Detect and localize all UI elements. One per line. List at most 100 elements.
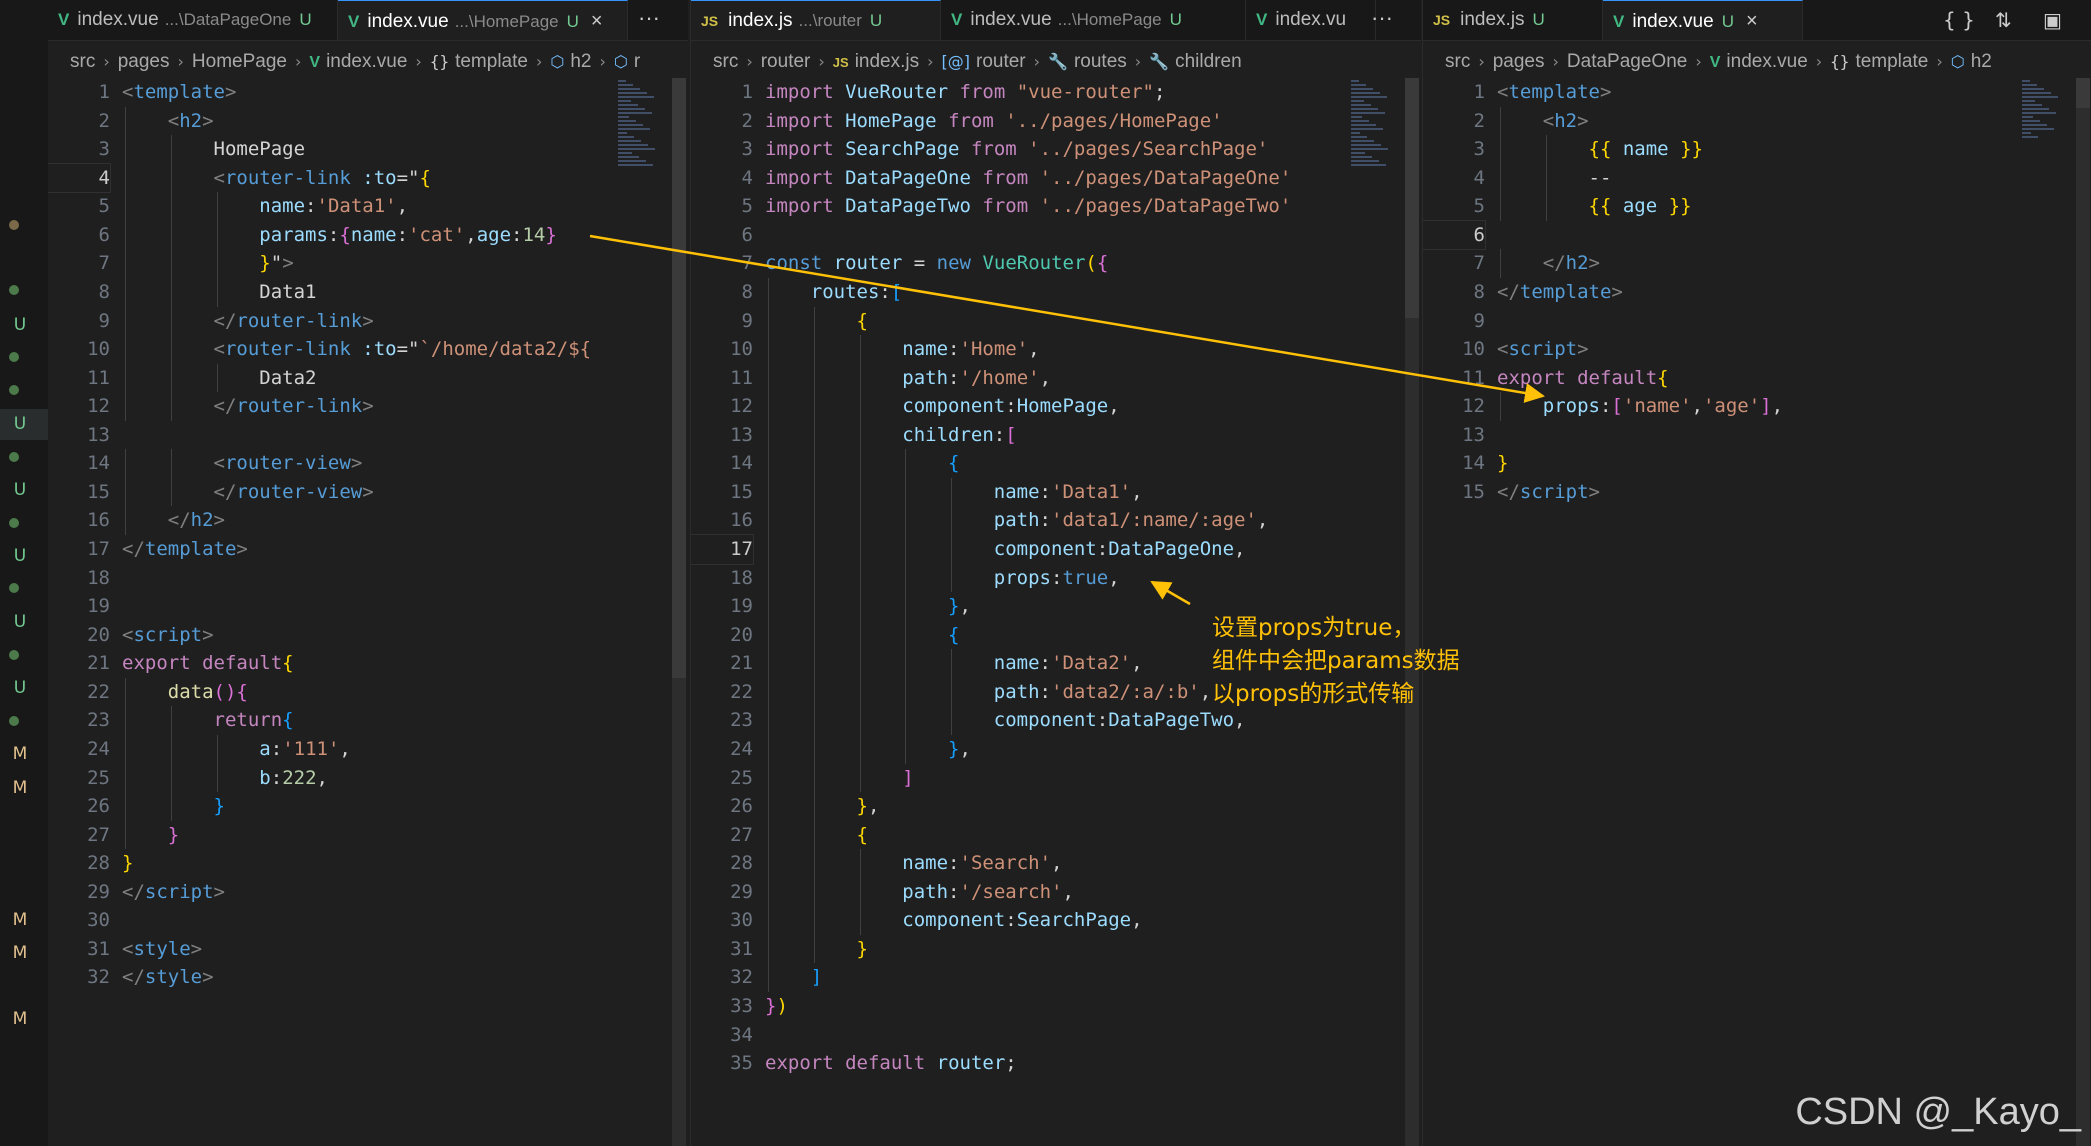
code-line[interactable]: 13: [48, 421, 110, 450]
breadcrumb-item[interactable]: DataPageOne: [1567, 51, 1687, 72]
code-line[interactable]: 32</style>: [48, 963, 213, 992]
code-line[interactable]: 12 component:HomePage,: [691, 392, 1120, 421]
code-line[interactable]: 15</script>: [1423, 478, 1600, 507]
minimap[interactable]: [618, 78, 668, 168]
scrollbar[interactable]: [672, 78, 686, 1146]
code-line[interactable]: 15 </router-view>: [48, 477, 374, 507]
code-line[interactable]: 25 ]: [691, 763, 914, 793]
code-line[interactable]: 19 },: [691, 592, 971, 621]
code-line[interactable]: 14}: [1423, 449, 1508, 478]
more-actions-icon[interactable]: ···: [638, 5, 660, 30]
code-line[interactable]: 14 <router-view>: [48, 449, 362, 478]
code-line[interactable]: 15 name:'Data1',: [691, 477, 1143, 507]
code-line[interactable]: 29 path:'/search',: [691, 877, 1074, 907]
code-line[interactable]: 27 }: [48, 820, 179, 850]
breadcrumb-item[interactable]: ⬡h2: [1951, 51, 1992, 72]
scrollbar-thumb[interactable]: [1405, 78, 1419, 318]
code-line[interactable]: 2 <h2>: [48, 106, 214, 136]
code-line[interactable]: 7 }">: [48, 249, 294, 278]
code-line[interactable]: 3 HomePage: [48, 135, 305, 164]
code-line[interactable]: 28 name:'Search',: [691, 849, 1062, 878]
code-line[interactable]: 26 },: [691, 792, 879, 821]
code-line[interactable]: 26 }: [48, 792, 225, 821]
code-line[interactable]: 32 ]: [691, 963, 822, 992]
code-line[interactable]: 24 a:'111',: [48, 734, 351, 764]
breadcrumb-item[interactable]: pages: [118, 51, 170, 72]
code-line[interactable]: 9 {: [691, 306, 868, 336]
code-line[interactable]: 4 <router-link :to="{: [48, 162, 431, 194]
code-line[interactable]: 27 {: [691, 820, 868, 850]
breadcrumb-item[interactable]: src: [70, 51, 95, 72]
code-line[interactable]: 18 props:true,: [691, 563, 1120, 593]
code-line[interactable]: 3 {{ name }}: [1423, 135, 1703, 164]
scrollbar[interactable]: [2076, 78, 2090, 1146]
code-line[interactable]: 10 name:'Home',: [691, 335, 1040, 364]
code-editor[interactable]: 1<template>2 <h2>3 {{ name }}4 --5 {{ ag…: [1423, 78, 1783, 507]
breadcrumb-item[interactable]: router: [761, 51, 811, 72]
code-line[interactable]: 22 data(){: [48, 677, 248, 707]
code-line[interactable]: 33}): [691, 992, 788, 1021]
breadcrumb-item[interactable]: src: [713, 51, 738, 72]
code-line[interactable]: 1<template>: [1423, 78, 1612, 107]
code-line[interactable]: 5 name:'Data1',: [48, 192, 408, 221]
code-line[interactable]: 34: [691, 1021, 753, 1050]
breadcrumb-item[interactable]: src: [1445, 51, 1470, 72]
breadcrumb-item[interactable]: pages: [1493, 51, 1545, 72]
code-line[interactable]: 8 Data1: [48, 277, 316, 307]
code-line[interactable]: 14 {: [691, 449, 959, 478]
breadcrumb-item[interactable]: {}template: [1830, 51, 1928, 72]
scrollbar-thumb[interactable]: [2076, 78, 2090, 108]
code-line[interactable]: 30: [48, 906, 110, 935]
code-line[interactable]: 13: [1423, 421, 1485, 450]
compare-changes-icon[interactable]: ⇅: [1995, 8, 2012, 32]
code-line[interactable]: 11 Data2: [48, 363, 316, 393]
code-line[interactable]: 10<script>: [1423, 335, 1588, 364]
split-editor-icon[interactable]: { }: [1943, 8, 1975, 32]
code-line[interactable]: 23 return{: [48, 706, 294, 735]
code-line[interactable]: 11 path:'/home',: [691, 363, 1051, 393]
code-line[interactable]: 9 </router-link>: [48, 306, 374, 336]
code-line[interactable]: 16 path:'data1/:name/:age',: [691, 506, 1268, 535]
code-line[interactable]: 28}: [48, 849, 133, 878]
code-line[interactable]: 4 --: [1423, 163, 1611, 193]
code-line[interactable]: 25 b:222,: [48, 763, 328, 793]
code-line[interactable]: 16 </h2>: [48, 506, 225, 535]
breadcrumb-item[interactable]: 🔧routes: [1048, 51, 1127, 72]
breadcrumb-item[interactable]: ⬡h2: [550, 51, 591, 72]
code-line[interactable]: 6 params:{name:'cat',age:14}: [48, 220, 557, 250]
code-line[interactable]: 12 props:['name','age'],: [1423, 392, 1783, 421]
code-line[interactable]: 1<template>: [48, 78, 237, 107]
close-icon[interactable]: ×: [590, 10, 603, 32]
code-line[interactable]: 8</template>: [1423, 278, 1623, 307]
code-line[interactable]: 17</template>: [48, 535, 248, 564]
code-line[interactable]: 19: [48, 592, 110, 621]
code-line[interactable]: 20 {: [691, 620, 959, 650]
scrollbar-thumb[interactable]: [672, 78, 686, 678]
code-line[interactable]: 5 {{ age }}: [1423, 192, 1692, 221]
breadcrumb-item[interactable]: {}template: [430, 51, 528, 72]
code-line[interactable]: 12 </router-link>: [48, 392, 374, 421]
code-line[interactable]: 9: [1423, 307, 1485, 336]
code-line[interactable]: 2 <h2>: [1423, 106, 1589, 136]
